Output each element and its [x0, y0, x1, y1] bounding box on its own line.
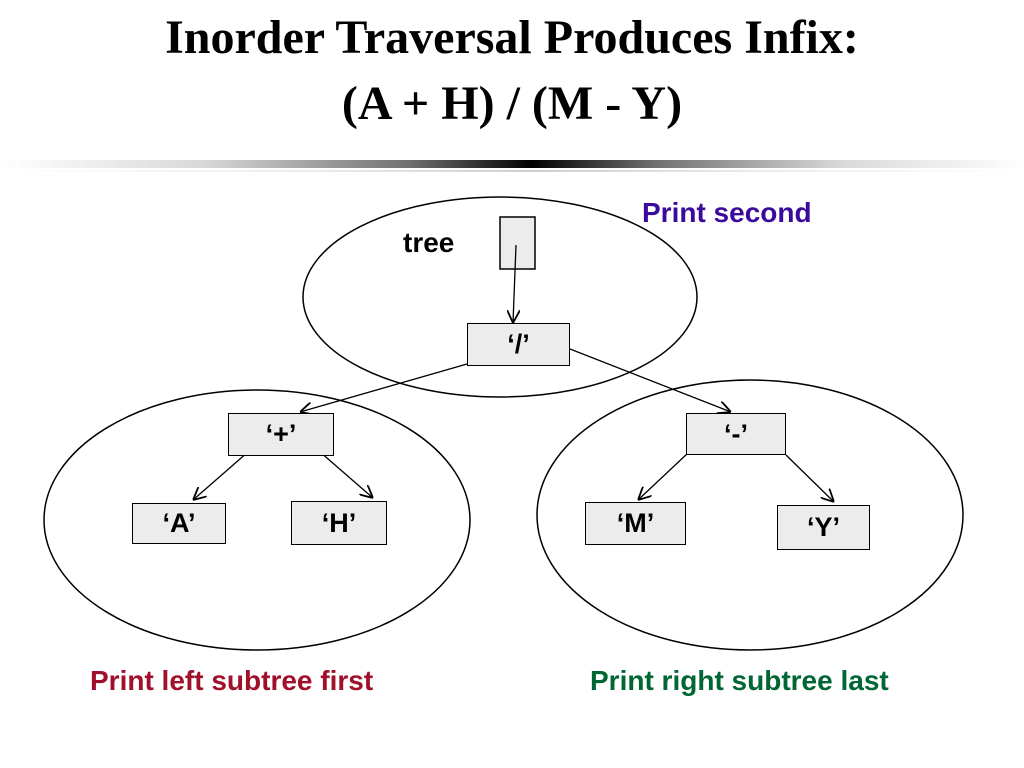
leaf-node-h: ‘H’ [291, 501, 387, 545]
minus-to-m-edge [638, 452, 689, 500]
infix-expression: (A + H) / (M - Y) [341, 77, 683, 130]
right-subtree-ellipse [536, 379, 964, 651]
title-divider-shadow [0, 170, 1024, 172]
print-left-subtree-caption: Print left subtree first [90, 665, 374, 696]
leaf-node-m: ‘M’ [585, 502, 686, 545]
leaf-node-y: ‘Y’ [777, 505, 870, 550]
node-minus: ‘-’ [686, 413, 786, 455]
minus-to-y-edge [785, 454, 834, 502]
node-plus: ‘+’ [228, 413, 334, 456]
root-to-minus-edge [569, 348, 731, 412]
slide-title: Inorder Traversal Produces Infix: [165, 11, 859, 64]
left-subtree-ellipse [43, 389, 471, 651]
root-to-plus-edge [300, 363, 468, 412]
print-second-caption: Print second [642, 197, 812, 228]
tree-pointer-box [499, 216, 536, 270]
root-node-divide: ‘/’ [467, 323, 570, 366]
title-divider [0, 160, 1024, 168]
leaf-node-a: ‘A’ [132, 503, 226, 544]
tree-label: tree [403, 227, 455, 258]
root-region-ellipse [302, 196, 698, 398]
tree-to-root-edge [513, 244, 516, 323]
print-right-subtree-caption: Print right subtree last [590, 665, 889, 696]
